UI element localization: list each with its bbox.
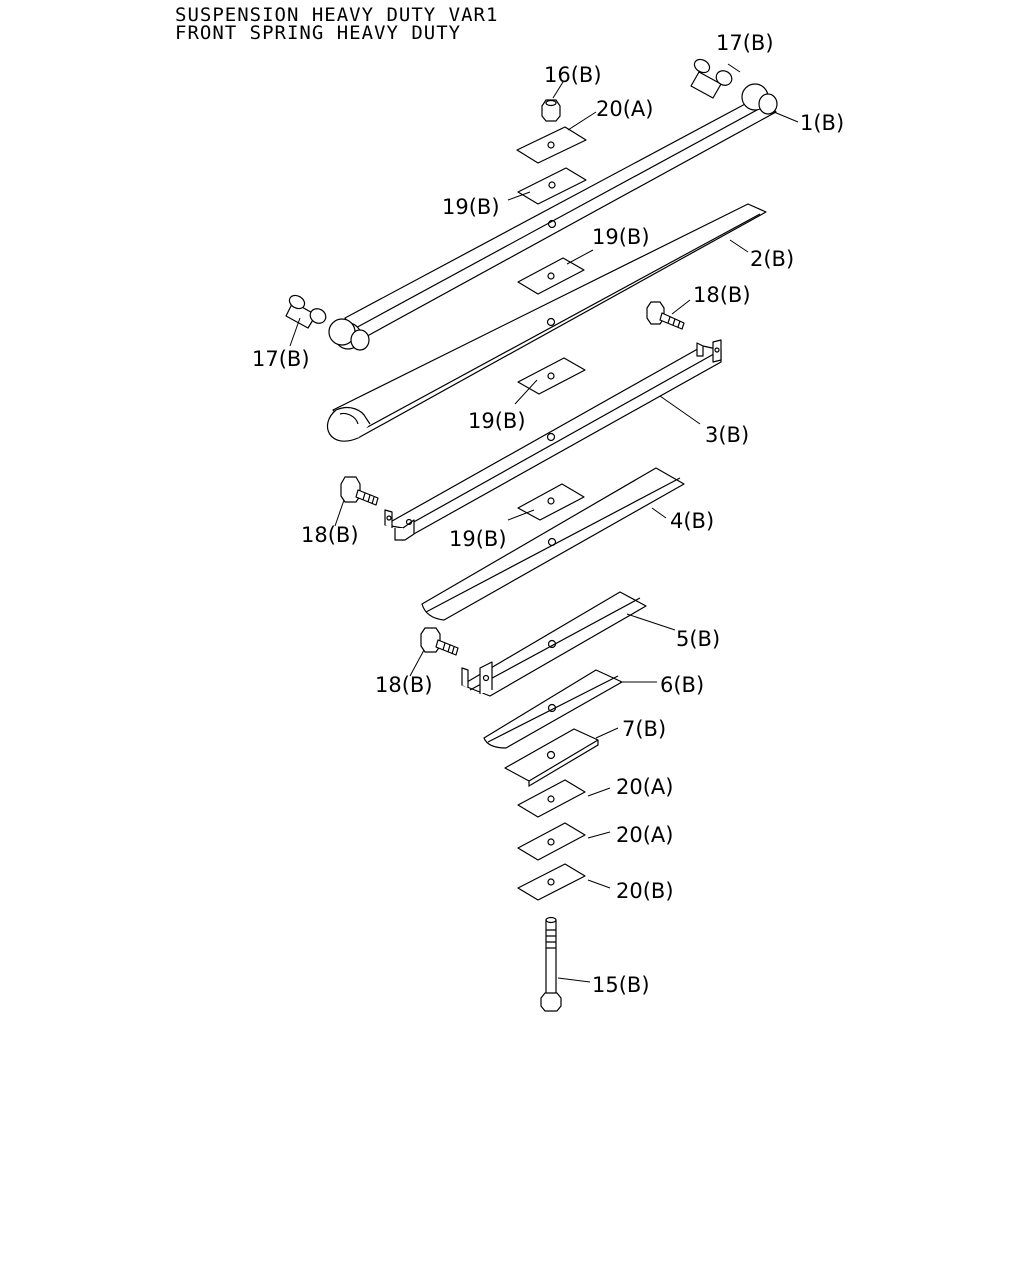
callout-19-fourth: 19(B) xyxy=(449,527,507,551)
callout-20-fourth: 20(B) xyxy=(616,879,674,903)
part-20-plate-top[interactable] xyxy=(516,126,587,164)
part-1-main-leaf[interactable] xyxy=(328,83,778,351)
callout-16: 16(B) xyxy=(544,63,602,87)
callout-17-upper: 17(B) xyxy=(716,31,774,55)
leader-lines xyxy=(289,63,799,983)
part-4-fourth-leaf[interactable] xyxy=(421,467,685,621)
callout-19-third: 19(B) xyxy=(468,409,526,433)
part-7-seventh-leaf[interactable] xyxy=(504,728,599,788)
callout-2: 2(B) xyxy=(750,247,794,271)
callout-1: 1(B) xyxy=(800,111,844,135)
part-2-second-leaf[interactable] xyxy=(326,203,767,442)
part-3-clip-leaf[interactable] xyxy=(384,339,722,542)
part-19-pad-3[interactable] xyxy=(517,357,586,395)
part-20-plate-3[interactable] xyxy=(517,822,586,861)
part-19-pad-4[interactable] xyxy=(517,483,585,521)
callout-20-second: 20(A) xyxy=(616,775,673,799)
part-18-bolt-middle[interactable] xyxy=(340,476,379,506)
part-18-bolt-upper[interactable] xyxy=(646,301,685,330)
callout-18-middle: 18(B) xyxy=(301,523,359,547)
callout-4: 4(B) xyxy=(670,509,714,533)
part-15-center-bolt[interactable] xyxy=(540,916,562,1012)
callout-17-lower: 17(B) xyxy=(252,347,310,371)
part-17-pin-lower[interactable] xyxy=(285,293,328,329)
diagram-title-line-1: SUSPENSION HEAVY DUTY VAR1 xyxy=(175,4,499,26)
part-19-pad-2[interactable] xyxy=(517,257,585,295)
callout-7: 7(B) xyxy=(622,717,666,741)
callout-20-third: 20(A) xyxy=(616,823,673,847)
part-18-bolt-lower[interactable] xyxy=(420,627,459,656)
part-20-plate-4[interactable] xyxy=(517,863,586,901)
part-20-plate-2[interactable] xyxy=(517,779,586,818)
callout-18-lower: 18(B) xyxy=(375,673,433,697)
callout-15: 15(B) xyxy=(592,973,650,997)
callout-18-upper: 18(B) xyxy=(693,283,751,307)
callout-5: 5(B) xyxy=(676,627,720,651)
part-16-nut[interactable] xyxy=(541,99,561,122)
part-19-pad-top[interactable] xyxy=(517,167,587,205)
part-5-fifth-leaf[interactable] xyxy=(461,591,647,697)
callout-6: 6(B) xyxy=(660,673,704,697)
part-6-sixth-leaf[interactable] xyxy=(483,669,623,749)
diagram-title-line-2: FRONT SPRING HEAVY DUTY xyxy=(175,22,462,44)
part-17-pin-upper[interactable] xyxy=(690,57,734,99)
callout-19-top: 19(B) xyxy=(442,195,500,219)
callout-20-top: 20(A) xyxy=(596,97,653,121)
callout-19-second: 19(B) xyxy=(592,225,650,249)
callout-3: 3(B) xyxy=(705,423,749,447)
